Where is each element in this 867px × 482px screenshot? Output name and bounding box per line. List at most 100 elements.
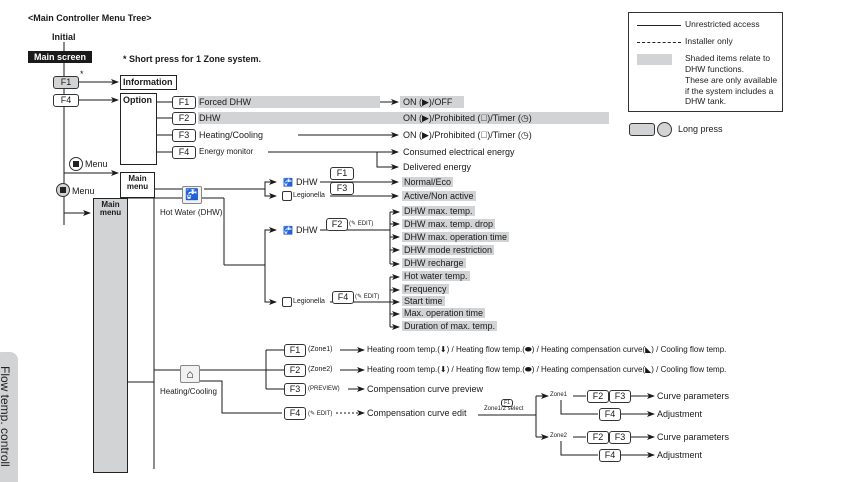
main-screen-label: Main screen (28, 51, 93, 63)
zone1-curve-parameters: Curve parameters (657, 391, 730, 401)
menu-label-short: Menu (85, 159, 108, 169)
option-dhw[interactable]: DHW (199, 113, 221, 123)
hc-f2-key[interactable]: F2 (284, 364, 306, 377)
hc-edit-tag: (✎ EDIT) (308, 411, 333, 417)
section-tab-label: Flow temp. controll (0, 366, 12, 467)
option-heating-cooling[interactable]: Heating/Cooling (199, 130, 264, 140)
hc-f4-key[interactable]: F4 (284, 407, 306, 420)
main-menu-box[interactable]: Main menu (120, 172, 155, 198)
option-energy-monitor[interactable]: Energy monitor (199, 147, 254, 156)
asterisk-mark: * (80, 69, 84, 79)
zone2-f3-key[interactable]: F3 (609, 431, 631, 444)
main-menu-installer-box[interactable]: Main menu (93, 198, 128, 473)
legend-solid-text: Unrestricted access (685, 19, 760, 29)
active-non-active: Active/Non active (402, 191, 476, 201)
hc-preview-result: Compensation curve preview (367, 384, 484, 394)
zone2-f2-key[interactable]: F2 (587, 431, 609, 444)
legionella-setting-2: Frequency (402, 284, 449, 294)
legend-shade-swatch (637, 54, 672, 65)
heating-cooling-label: Heating/Cooling (160, 387, 217, 396)
shade-forced-dhw-result (400, 96, 464, 108)
edit-label-1: (✎ EDIT) (349, 221, 374, 227)
option-f4-key[interactable]: F4 (172, 146, 196, 159)
dhw-setting-5: DHW recharge (402, 258, 466, 268)
zone2-f4-key[interactable]: F4 (599, 449, 621, 462)
dhw-label-2: DHW (296, 225, 318, 235)
house-icon[interactable]: ⌂ (180, 365, 200, 383)
legionella-label-2: Legionella (293, 298, 325, 305)
legend-dashed-text: Installer only (685, 36, 733, 46)
tap-icon[interactable]: 🚰 (182, 186, 202, 204)
initial-label: Initial (52, 32, 76, 42)
dhw-tap-icon-2: 🚰 (283, 226, 293, 235)
long-press-circle-icon (657, 122, 672, 137)
zone-select-label: Zone1/2 select (484, 406, 524, 412)
dhw-setting-1: DHW max. temp. (402, 206, 475, 216)
option-f2-key[interactable]: F2 (172, 112, 196, 125)
zone1-adjustment: Adjustment (657, 409, 703, 419)
zone2-label: Zone2 (550, 433, 568, 439)
long-press-key-icon (629, 123, 655, 136)
zone1-f2-key[interactable]: F2 (587, 390, 609, 403)
hw-f2-key[interactable]: F2 (326, 218, 348, 231)
hc-edit-result: Compensation curve edit (367, 408, 467, 418)
menu-button-long[interactable] (56, 183, 70, 197)
long-press-label: Long press (678, 124, 723, 134)
hw-f3-key[interactable]: F3 (330, 182, 354, 195)
edit-text: EDIT) (316, 411, 333, 417)
information-box[interactable]: Information (120, 75, 177, 90)
legionella-setting-4: Max. operation time (402, 308, 486, 318)
f4-key[interactable]: F4 (53, 94, 79, 107)
dhw-setting-2: DHW max. temp. drop (402, 219, 496, 229)
legionella-setting-3: Start time (402, 296, 445, 306)
option-dhw-result: ON (▶)/Prohibited (⃠)/Timer (◷) (403, 113, 532, 123)
legionella-icon (282, 191, 292, 201)
option-f3-key[interactable]: F3 (172, 129, 196, 142)
menu-label-long: Menu (72, 186, 95, 196)
legionella-label-1: Legionella (293, 192, 325, 199)
hot-water-label: Hot Water (DHW) (160, 208, 223, 217)
menu-button-short[interactable] (69, 157, 83, 171)
legend-shade-note: These are only available if the system i… (685, 75, 778, 106)
legend-shade-text: Shaded items relate to DHW functions. (685, 53, 771, 74)
shade-dhw (198, 112, 609, 124)
option-heating-cooling-result: ON (▶)/Prohibited (⃠)/Timer (◷) (403, 130, 532, 140)
edit-text: EDIT (357, 221, 372, 227)
option-forced-dhw[interactable]: Forced DHW (199, 97, 252, 107)
dhw-tap-icon: 🚰 (283, 178, 293, 187)
dhw-setting-3: DHW max. operation time (402, 232, 510, 242)
hc-preview-tag: (PREVIEW) (308, 386, 340, 392)
option-forced-dhw-result: ON (▶)/OFF (403, 97, 453, 107)
option-box[interactable]: Option (120, 93, 157, 165)
legionella-setting-1: Hot water temp. (402, 271, 470, 281)
legend-solid-line (637, 25, 681, 26)
zone1-f3-key[interactable]: F3 (609, 390, 631, 403)
hc-f3-key[interactable]: F3 (284, 383, 306, 396)
edit-label-2: (✎ EDIT) (355, 294, 380, 300)
f1-key[interactable]: F1 (53, 76, 79, 89)
zone1-label: Zone1 (550, 392, 568, 398)
hw-f4-key[interactable]: F4 (332, 291, 354, 304)
zone1-f4-key[interactable]: F4 (599, 408, 621, 421)
hc-zone2-result: Heating room temp.(⬇) / Heating flow tem… (367, 365, 727, 374)
short-press-note: * Short press for 1 Zone system. (123, 54, 262, 64)
hc-zone1-tag: (Zone1) (308, 346, 333, 353)
hw-f1-key[interactable]: F1 (330, 167, 354, 180)
hc-zone2-tag: (Zone2) (308, 366, 333, 373)
dhw-label-1: DHW (296, 177, 318, 187)
section-tab: Flow temp. controll (0, 352, 18, 482)
option-f1-key[interactable]: F1 (172, 96, 196, 109)
legend: Unrestricted access Installer only Shade… (628, 12, 783, 112)
edit-text: EDIT (363, 294, 378, 300)
legend-dashed-line (637, 42, 681, 43)
legionella-icon-2 (282, 297, 292, 307)
shade-forced-dhw (198, 96, 380, 108)
zone2-curve-parameters: Curve parameters (657, 432, 730, 442)
zone2-adjustment: Adjustment (657, 450, 703, 460)
legionella-setting-5: Duration of max. temp. (402, 321, 498, 331)
hc-f1-key[interactable]: F1 (284, 344, 306, 357)
page-title: <Main Controller Menu Tree> (28, 13, 152, 23)
zone-select-key[interactable]: F1 (501, 399, 513, 407)
normal-eco: Normal/Eco (402, 177, 454, 187)
hc-zone1-result: Heating room temp.(⬇) / Heating flow tem… (367, 345, 727, 354)
